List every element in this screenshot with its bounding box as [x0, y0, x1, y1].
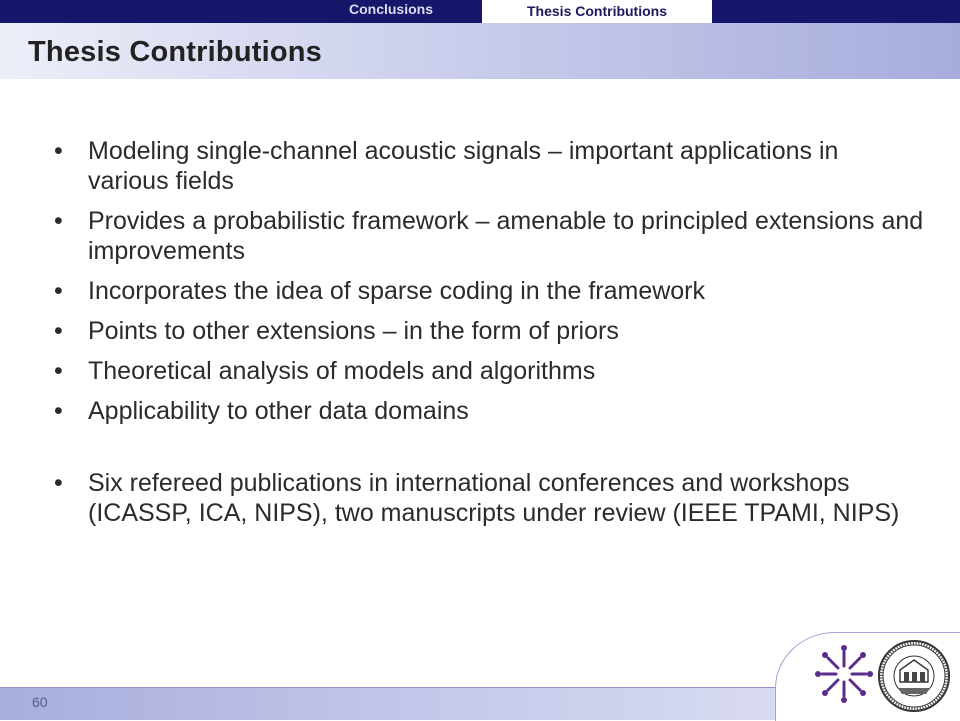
bullet-marker: •	[54, 317, 63, 345]
bullet-item: • Points to other extensions – in the fo…	[54, 316, 924, 346]
bullet-text: Incorporates the idea of sparse coding i…	[88, 277, 706, 305]
bullet-item: • Six refereed publications in internati…	[54, 468, 924, 528]
bullet-item: • Modeling single-channel acoustic signa…	[54, 136, 924, 196]
page-number: 60	[32, 694, 48, 710]
tab-thesis-contributions[interactable]: Thesis Contributions	[482, 0, 712, 23]
bullet-item: • Incorporates the idea of sparse coding…	[54, 276, 924, 306]
bullet-item: • Applicability to other data domains	[54, 396, 924, 426]
bullet-text: Points to other extensions – in the form…	[88, 317, 619, 345]
bullet-text: Provides a probabilistic framework – ame…	[88, 207, 924, 265]
starburst-logo	[815, 645, 873, 703]
bullet-marker: •	[54, 397, 63, 425]
bullet-list: • Modeling single-channel acoustic signa…	[54, 136, 924, 538]
bullet-text: Six refereed publications in internation…	[88, 469, 900, 527]
bullet-text: Modeling single-channel acoustic signals…	[88, 137, 839, 195]
bullet-item: • Provides a probabilistic framework – a…	[54, 206, 924, 266]
bullet-marker: •	[54, 137, 63, 165]
top-navigation-strip	[0, 0, 960, 23]
footer-divider	[0, 687, 790, 688]
bullet-marker: •	[54, 207, 63, 235]
slide-title: Thesis Contributions	[28, 36, 322, 68]
bullet-marker: •	[54, 469, 63, 497]
bullet-item: • Theoretical analysis of models and alg…	[54, 356, 924, 386]
bullet-text: Applicability to other data domains	[88, 397, 469, 425]
tab-conclusions[interactable]: Conclusions	[348, 1, 433, 17]
bullet-text: Theoretical analysis of models and algor…	[88, 357, 596, 385]
university-seal-logo	[878, 640, 950, 712]
bullet-marker: •	[54, 277, 63, 305]
bullet-marker: •	[54, 357, 63, 385]
title-band	[0, 23, 960, 79]
